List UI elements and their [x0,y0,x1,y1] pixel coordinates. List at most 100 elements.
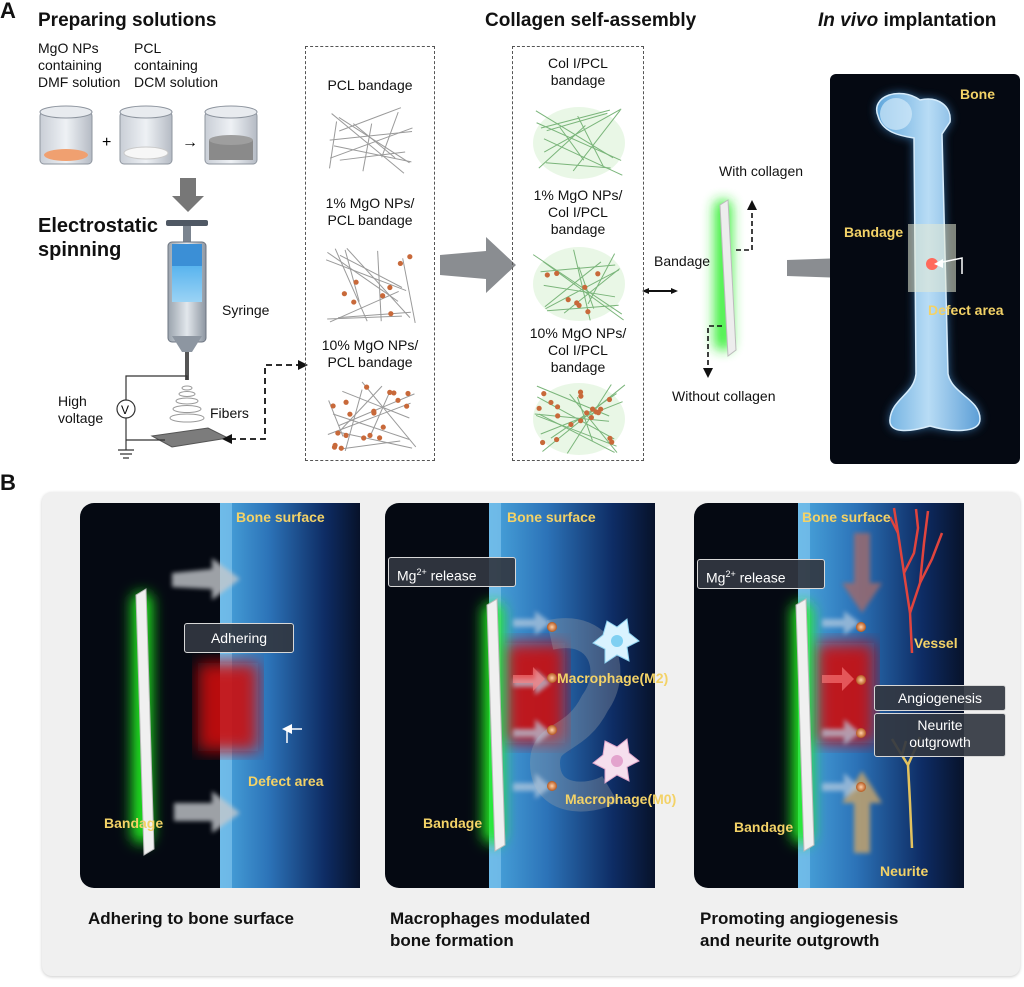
pcl-beaker-icon [119,105,173,165]
mgo1-pcl-mesh-icon [325,248,416,324]
mgo10-col-pcl-mesh-icon [533,383,626,455]
nanoparticle-dot [335,430,341,436]
electrostatic-spinning-label: Electrostatic spinning [38,215,159,261]
bone-surface-label-3: Bone surface [802,509,891,525]
bandage-label-1: Bandage [104,815,164,831]
mgo1-col-pcl-bandage-label: 1% MgO NPs/ Col I/PCL bandage [533,187,623,237]
caption-macrophages: Macrophages modulated bone formation [390,909,591,950]
nanoparticle-dot [351,299,357,305]
nanoparticle-dot [590,406,596,412]
mg-release-callout-2: Mg2+ release [388,557,516,587]
nanoparticle-dot [588,414,594,421]
nanoparticle-dot [343,432,349,438]
nanoparticle-dot [554,436,560,443]
collagen-bandage-box: Col I/PCL bandage 1% MgO NPs/ Col I/PCL … [512,46,644,461]
nanoparticle-dot [380,424,386,430]
macrophage-m0-label: Macrophage(M0) [565,791,677,807]
bandage-label-3: Bandage [734,819,794,835]
adhering-callout: Adhering [184,623,294,653]
in-vivo-italic: In vivo [818,10,879,31]
bone-surface-label-2: Bone surface [507,509,596,525]
nanoparticle-dot [578,418,584,424]
mgo10-pcl-mesh-icon [327,381,417,451]
voltmeter-icon: V [116,399,136,419]
collector-plate-icon [150,427,230,448]
nanoparticle-dot [371,410,377,416]
nanoparticle-dot [387,389,393,395]
nanoparticle-dot [380,293,386,299]
neurite-outgrowth-callout: Neurite outgrowth [874,713,1006,757]
nanoparticle-dot [338,445,344,451]
defect-spot-icon [926,258,938,270]
mg-text-3: Mg [706,569,726,586]
nanoparticle-dot [578,393,584,399]
nanoparticle-dot [330,403,336,409]
mg-release-callout-3: Mg2+ release [697,559,825,589]
neurite-label: Neurite [880,863,929,879]
nanoparticle-dot [364,384,370,390]
pcl-mesh-icon [329,107,413,174]
nanoparticle-dot [395,397,401,403]
scene-macrophages: Bone surface Mg2+ release Macrophage(M2)… [385,503,676,888]
mg-sup-3: 2+ [725,569,736,579]
nanoparticle-dot [568,421,574,428]
nanoparticle-dot [609,439,615,445]
down-arrow-icon [172,178,204,212]
implantation-text: implantation [878,10,997,31]
preparation-illustration: + → V [39,105,258,459]
nanoparticle-dot [574,300,580,306]
nanoparticle-dot [595,271,601,277]
in-vivo-bone-panel: Bone Bandage Defect area [830,74,1020,464]
scene-adhering: Bone surface Adhering Defect area Bandag… [80,503,360,888]
collagen-self-assembly-header: Collagen self-assembly [485,10,697,31]
vessel-icon [888,507,944,654]
mgo10-col-pcl-bandage-label: 10% MgO NPs/ Col I/PCL bandage [529,325,627,375]
nanoparticle-dot [577,389,584,395]
mgo-beaker-icon [39,105,93,165]
caption-angiogenesis: Promoting angiogenesis and neurite outgr… [700,909,899,950]
mg-sup-2: 2+ [416,567,427,577]
vessel-label: Vessel [914,635,958,651]
panel-a-label: A [0,0,16,23]
bandage-label-a: Bandage [654,253,711,269]
nanoparticle-dot [565,297,571,303]
pcl-solution-label: PCL containing DCM solution [134,40,219,90]
nanoparticle-dot [582,284,588,290]
defect-area-label-1: Defect area [248,773,324,789]
nanoparticle-dot [377,435,383,441]
nanoparticle-dot [367,432,373,439]
release-text-3: release [735,569,786,586]
macrophage-m2-icon [592,618,640,664]
nanoparticle-dot [388,311,394,317]
nanoparticle-dot [593,409,599,415]
in-vivo-implantation-header: In vivo implantation [818,10,996,32]
femur-illustration [875,92,981,432]
bandage-label-2: Bandage [423,815,483,831]
nanoparticle-dot [331,444,338,450]
nanoparticle-dot [584,410,590,416]
nanoparticle-dot [606,396,613,403]
nanoparticle-dot [404,403,410,409]
scene-angiogenesis: Bone surface Mg2+ release Vessel Angioge… [694,503,1006,888]
release-text-2: release [426,567,477,584]
nanoparticle-dot [341,291,347,297]
nanoparticle-dot [536,405,542,411]
fibers-label: Fibers [210,405,249,421]
panel-b-label: B [0,470,16,495]
box-transfer-arrow-icon [440,237,516,293]
nanoparticle-dot [541,391,547,397]
nanoparticle-dot [347,411,353,417]
nanoparticle-dot [343,399,349,405]
nanoparticle-dot [548,399,554,406]
macrophage-m2-label: Macrophage(M2) [557,670,669,686]
without-collagen-label: Without collagen [672,388,776,404]
nanoparticle-dot [555,413,561,419]
voltage-circuit [118,375,188,459]
col-pcl-bandage-label: Col I/PCL bandage [548,55,608,88]
nanoparticle-dot [361,435,367,441]
nanoparticle-dot [585,309,591,315]
mgo-solution-label: MgO NPs containing DMF solution [38,40,121,90]
high-voltage-label: High voltage [58,393,104,426]
svg-text:V: V [121,403,129,417]
macrophage-m0-icon [592,738,640,784]
